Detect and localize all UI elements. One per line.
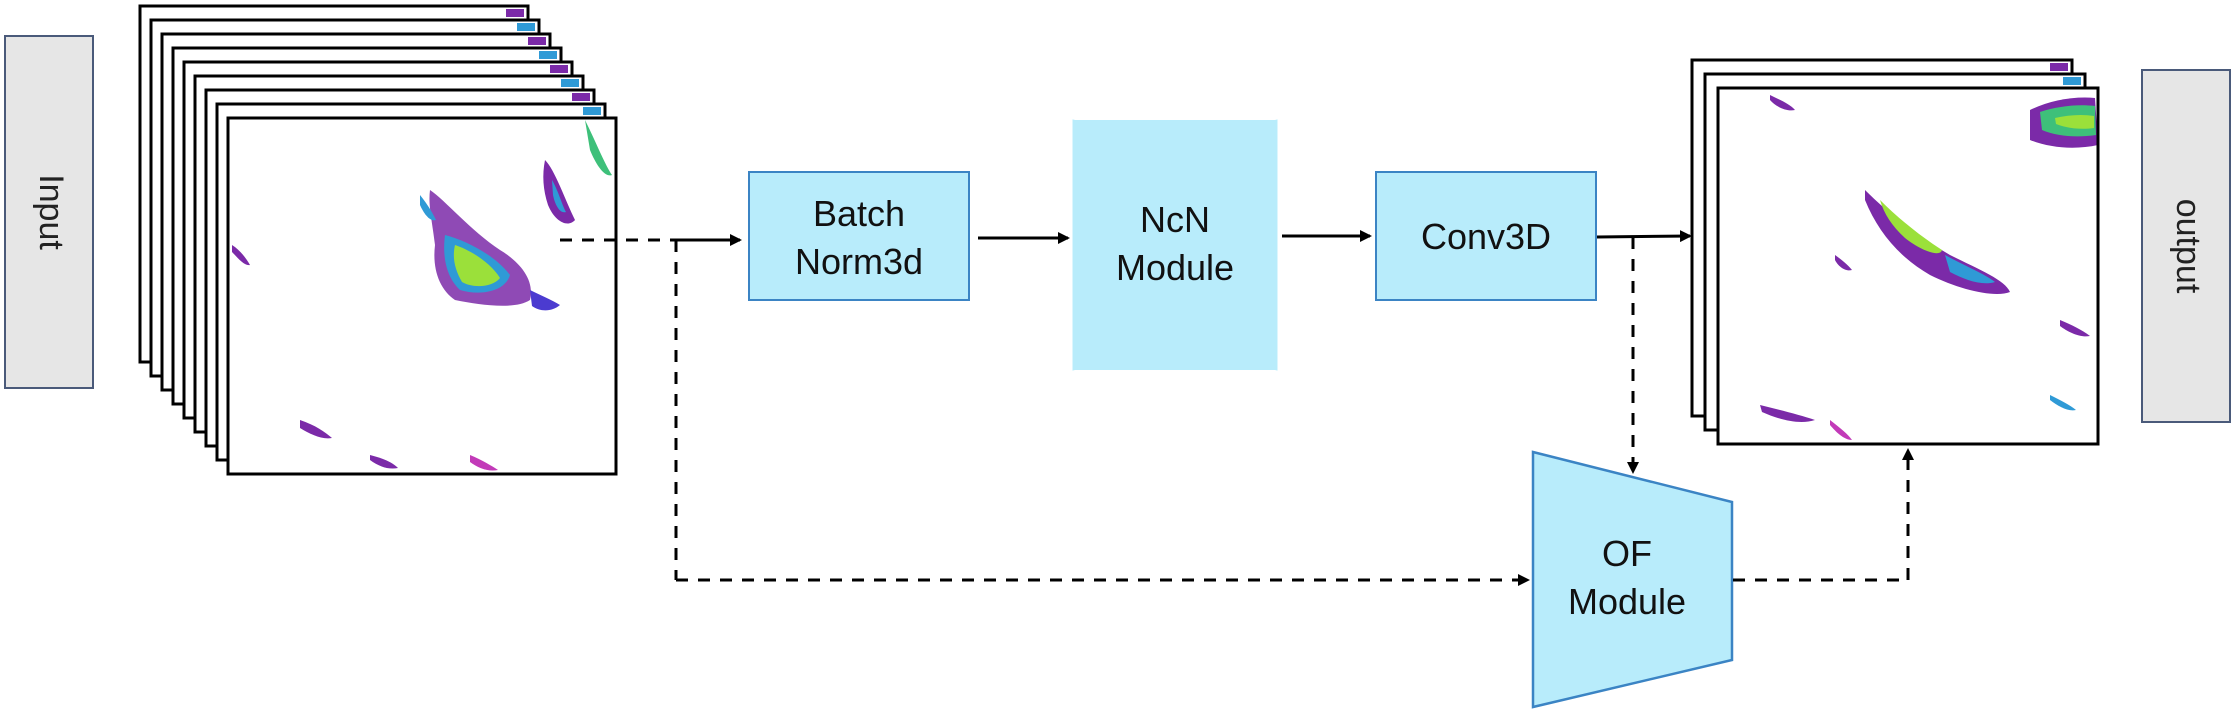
stacked-frame-streak [528, 37, 546, 45]
input-label-box [4, 35, 94, 389]
stacked-frame-streak [539, 51, 557, 59]
ncn-module-line1: NcN [1140, 199, 1210, 240]
of-module-trapezoid [1531, 450, 1734, 709]
conv3d-label: Conv3D [1421, 216, 1551, 257]
output-radar-image [1718, 88, 2098, 444]
stacked-frame-streak [506, 9, 524, 17]
stacked-frame-streak [583, 107, 601, 115]
conv3d-module: Conv3D [1375, 171, 1597, 301]
ncn-module-line2: Module [1116, 247, 1234, 288]
of-module: OF Module [1531, 450, 1734, 709]
stacked-frame-streak [561, 79, 579, 87]
ncn-module-hourglass [1072, 119, 1278, 371]
input-side-label: Input [4, 35, 94, 389]
output-front-frame [1716, 86, 2100, 446]
batch-norm3d-line2: Norm3d [795, 241, 923, 282]
output-label-box [2141, 69, 2231, 423]
ncn-module: NcN Module [1072, 119, 1278, 371]
of-module-line2: Module [1568, 581, 1686, 622]
stacked-frame-streak [2063, 77, 2081, 85]
batch-norm3d-box [748, 171, 970, 301]
output-side-label: output [2141, 69, 2231, 423]
stacked-frame-streak [517, 23, 535, 31]
output-label-text: output [2169, 199, 2207, 294]
conv3d-box [1375, 171, 1597, 301]
batch-norm3d-line1: Batch [813, 193, 905, 234]
input-front-frame [226, 116, 618, 476]
arrow-conv3d-to-output [1596, 230, 1692, 243]
connectors [560, 230, 1914, 586]
stacked-frame-streak [2050, 63, 2068, 71]
batch-norm3d-module: Batch Norm3d [748, 171, 970, 301]
stacked-frame-streak [572, 93, 590, 101]
of-module-line1: OF [1602, 533, 1652, 574]
input-label-text: Input [32, 174, 70, 250]
input-radar-image [228, 118, 616, 474]
stacked-frame-streak [550, 65, 568, 73]
